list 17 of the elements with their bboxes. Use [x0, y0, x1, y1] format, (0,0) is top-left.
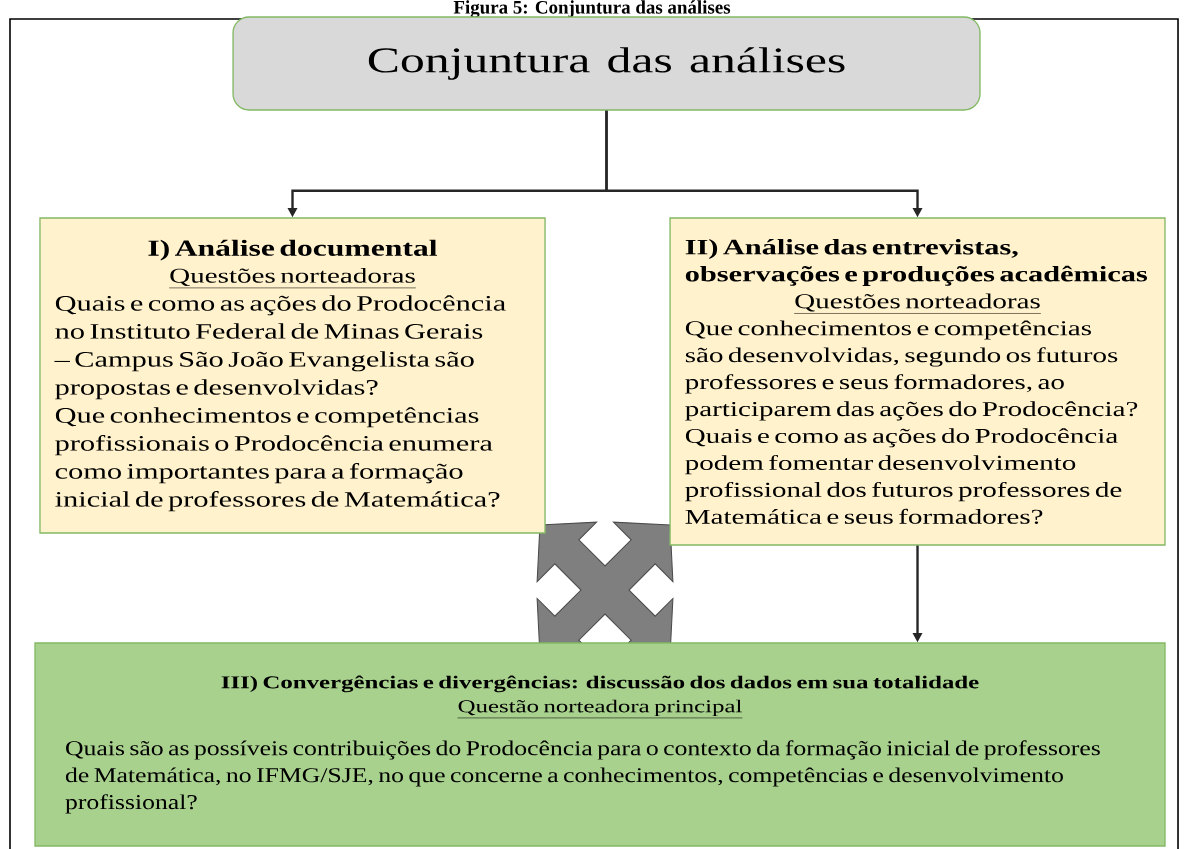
question-text: Quais e como as ações do Prodocência podem fomentar desenvolvimento profissional dos futuros professores de Matemática e seus formadores?: [685, 428, 1122, 524]
underlined-subheading: Questões norteadoras: [168, 268, 417, 289]
question-text: Que conhecimentos e competências são desenvolvidas, segundo os futuros professores e seus formadores, ao participarem das ações do Prodocência?: [685, 320, 1138, 421]
question-text: Quais são as possíveis contribuições do Prodocência para o contexto da formação inicial de professores de Matemática, no IFMG/SJE, no que concerne a conhecimentos, competências e desenvolvimento profissional?: [65, 740, 1100, 814]
underlined-subheading: Questões norteadoras: [793, 293, 1042, 314]
box-title: Conjuntura das análises: [368, 47, 845, 80]
box-heading: I) Análise documental: [148, 239, 438, 261]
title-box: [232, 16, 981, 111]
question-text: Quais e como as ações do Prodocência no Instituto Federal de Minas Gerais – Campus São João Evangelista são propostas e desenvolvidas?: [54, 295, 506, 400]
question-text: Que conhecimentos e competências profissionais o Prodocência enumera como importantes para a formação inicial de professores de Matemática?: [55, 407, 500, 512]
question-box: [669, 217, 1166, 546]
underlined-subheading: Questão norteadora principal: [457, 699, 743, 719]
box-heading: II) Análise das entrevistas, observações e produções acadêmicas: [685, 239, 1148, 286]
figure-title: Figura 5: Conjuntura das análises: [453, 0, 731, 18]
box-heading: III) Convergências e divergências: discussão dos dados em sua totalidade: [221, 675, 979, 693]
question-box: [34, 642, 1166, 847]
question-box: [39, 217, 546, 534]
